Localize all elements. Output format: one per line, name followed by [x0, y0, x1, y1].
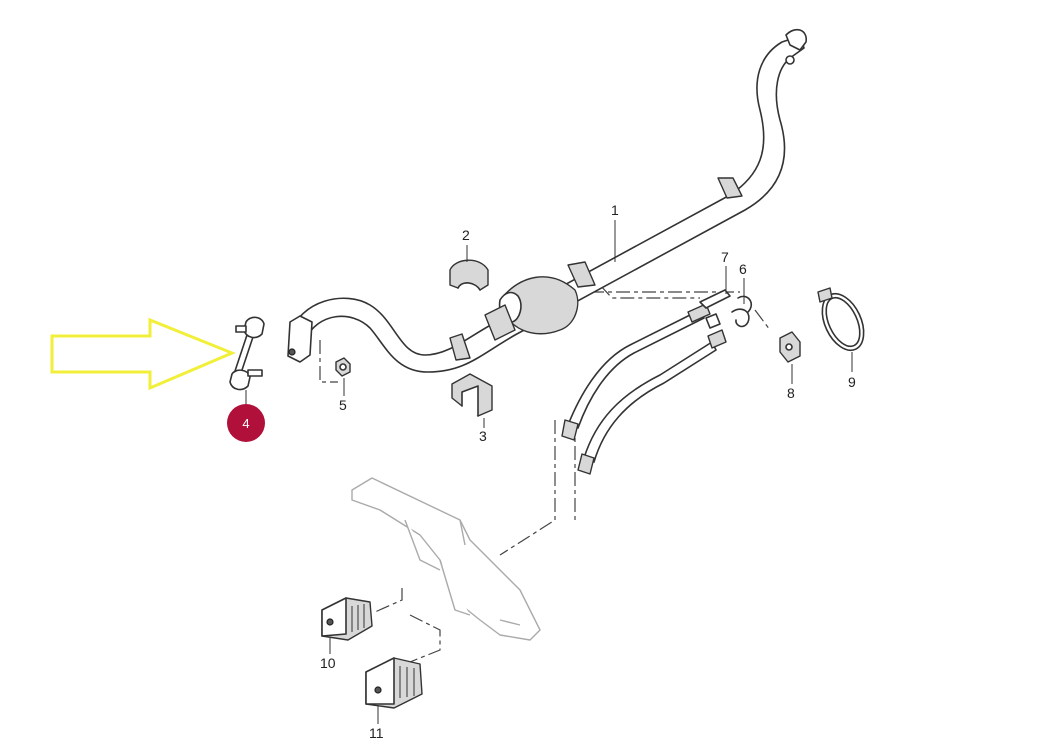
part-9-clamp — [817, 287, 865, 352]
part-11-mount — [365, 657, 423, 709]
callout-4: 4 — [242, 416, 249, 431]
callout-2: 2 — [462, 227, 470, 243]
highlight-marker-part-4: 4 — [227, 404, 265, 442]
assembly-lines — [319, 284, 771, 663]
callout-7: 7 — [721, 249, 729, 265]
callout-3: 3 — [479, 428, 487, 444]
parts-6-7-8-fittings — [699, 289, 801, 363]
hoses — [561, 303, 727, 475]
callout-10: 10 — [320, 655, 336, 671]
callout-labels: 1 2 3 5 6 7 8 9 10 11 — [320, 202, 856, 741]
stabilizer-bar — [287, 28, 807, 373]
highlight-circle — [227, 404, 265, 442]
part-2-bushing — [449, 259, 489, 291]
callout-11: 11 — [369, 725, 384, 741]
leader-lines — [245, 220, 853, 724]
subframe-bracket — [351, 477, 541, 641]
callout-5: 5 — [339, 397, 347, 413]
callout-9: 9 — [848, 374, 856, 390]
callout-8: 8 — [787, 385, 795, 401]
pointer-arrow — [50, 317, 236, 391]
part-4-link-rod — [229, 316, 265, 391]
callout-1: 1 — [611, 202, 619, 218]
part-10-mount — [321, 597, 373, 641]
callout-6: 6 — [739, 261, 747, 277]
part-5-nut — [335, 357, 351, 377]
part-3-bracket — [451, 373, 493, 417]
